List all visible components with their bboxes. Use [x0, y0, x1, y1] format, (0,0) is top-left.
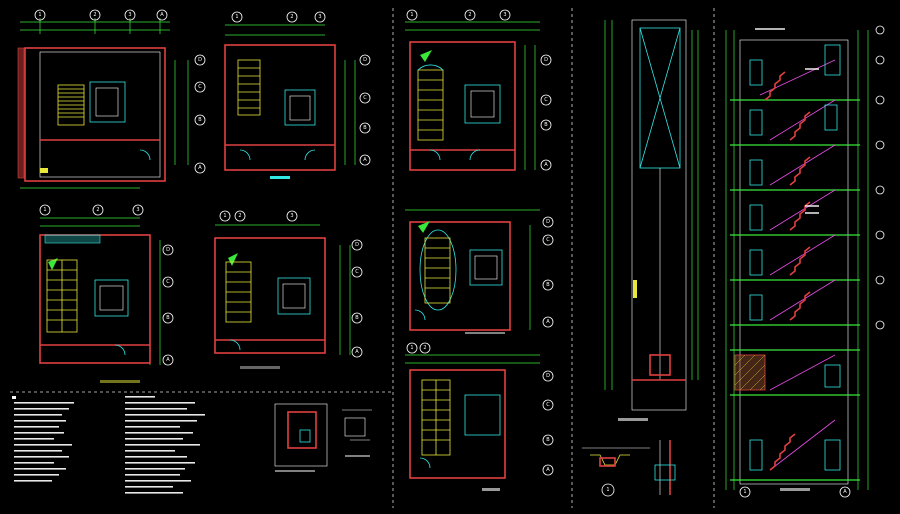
svg-text:C: C: [355, 269, 359, 275]
svg-text:2: 2: [238, 213, 241, 219]
plan-4: [214, 224, 351, 369]
svg-text:1: 1: [410, 12, 413, 18]
svg-text:A: A: [546, 467, 550, 473]
sheet-dividers: [10, 8, 715, 508]
svg-text:B: B: [355, 315, 359, 321]
svg-text:3: 3: [290, 213, 293, 219]
plan-1-grid-bubbles: 1 2 3 A: [34, 9, 168, 21]
svg-text:A: A: [546, 319, 550, 325]
plan-6: [405, 209, 540, 334]
plan-7: [405, 354, 540, 491]
svg-text:B: B: [166, 315, 170, 321]
plan-4-grid-bubbles: 1 2 3 D C B A: [219, 210, 363, 358]
plan-2-grid-bubbles: 1 2 3 D C B A D C B A: [194, 11, 371, 174]
svg-text:D: D: [166, 247, 170, 253]
svg-text:C: C: [198, 84, 202, 90]
svg-text:3: 3: [318, 14, 321, 20]
svg-text:C: C: [166, 279, 170, 285]
detail-elevator-pit: [274, 403, 372, 472]
svg-text:A: A: [544, 162, 548, 168]
plan-3: [39, 217, 161, 383]
svg-text:1: 1: [606, 487, 609, 493]
svg-text:C: C: [546, 237, 550, 243]
svg-text:D: D: [355, 242, 359, 248]
plan-5-grid-bubbles: 1 2 3 D C B A: [406, 9, 552, 171]
svg-text:1: 1: [43, 207, 46, 213]
plan-1: [17, 18, 170, 189]
svg-text:1: 1: [235, 14, 238, 20]
stair-section-grid-bubbles: 1 A: [739, 25, 885, 498]
svg-text:D: D: [546, 373, 550, 379]
svg-text:D: D: [198, 57, 202, 63]
svg-text:A: A: [166, 357, 170, 363]
pit-detail: 1: [582, 440, 676, 497]
svg-text:A: A: [355, 349, 359, 355]
stair-section: [725, 28, 869, 491]
svg-text:A: A: [363, 157, 367, 163]
svg-text:C: C: [544, 97, 548, 103]
svg-text:2: 2: [93, 12, 96, 18]
svg-text:3: 3: [128, 12, 131, 18]
svg-text:B: B: [198, 117, 202, 123]
svg-text:C: C: [546, 402, 550, 408]
svg-text:A: A: [198, 165, 202, 171]
svg-text:1: 1: [38, 12, 41, 18]
svg-text:2: 2: [423, 345, 426, 351]
svg-text:B: B: [544, 122, 548, 128]
svg-text:B: B: [363, 125, 367, 131]
svg-text:B: B: [546, 437, 550, 443]
plan-2: [174, 24, 356, 179]
svg-text:1: 1: [743, 489, 746, 495]
svg-text:2: 2: [96, 207, 99, 213]
svg-text:3: 3: [136, 207, 139, 213]
svg-text:1: 1: [410, 345, 413, 351]
plan-7-grid-bubbles: 1 2 D C B A: [406, 342, 554, 476]
plan-5: [405, 21, 540, 171]
svg-text:D: D: [544, 57, 548, 63]
svg-text:B: B: [546, 282, 550, 288]
plan-3-grid-bubbles: 1 2 3 D C B A: [39, 204, 174, 366]
svg-text:D: D: [363, 57, 367, 63]
svg-text:2: 2: [290, 14, 293, 20]
svg-text:3: 3: [503, 12, 506, 18]
svg-text:D: D: [546, 219, 550, 225]
svg-text:A: A: [843, 489, 847, 495]
svg-text:2: 2: [468, 12, 471, 18]
plan-6-grid-bubbles: D C B A: [542, 216, 554, 328]
general-notes: [12, 396, 205, 494]
svg-text:A: A: [160, 12, 164, 18]
svg-text:1: 1: [223, 213, 226, 219]
elevator-shaft-section: [604, 19, 699, 421]
svg-text:C: C: [363, 95, 367, 101]
